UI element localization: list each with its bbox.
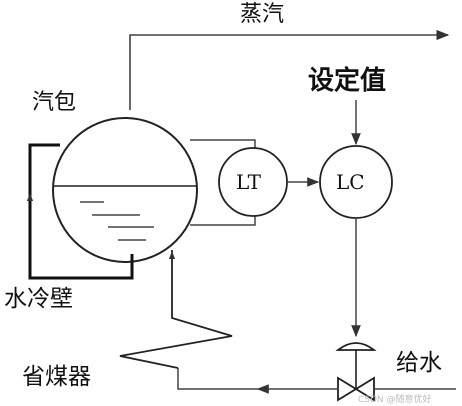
steam-line <box>129 29 450 110</box>
steam-label: 蒸汽 <box>240 2 285 27</box>
watermark: CSDN @随意优好 <box>358 395 432 405</box>
feedwater-line-to-economizer <box>177 368 258 390</box>
steam-drum <box>52 117 198 263</box>
economizer-label: 省煤器 <box>22 364 91 390</box>
level-transmitter-label: LT <box>236 170 261 194</box>
feedwater-label: 给水 <box>396 350 442 376</box>
water-wall-label: 水冷壁 <box>4 286 73 312</box>
drum-label: 汽包 <box>32 90 77 115</box>
setpoint-label: 设定值 <box>308 66 387 96</box>
valve-actuator <box>335 342 377 351</box>
feedwater-valve-body <box>337 376 375 402</box>
level-transmitter <box>218 147 288 217</box>
water-wall-loop <box>28 143 134 280</box>
water-ripples <box>80 201 154 241</box>
economizer-coil <box>119 250 233 369</box>
level-controller-label: LC <box>336 170 365 194</box>
